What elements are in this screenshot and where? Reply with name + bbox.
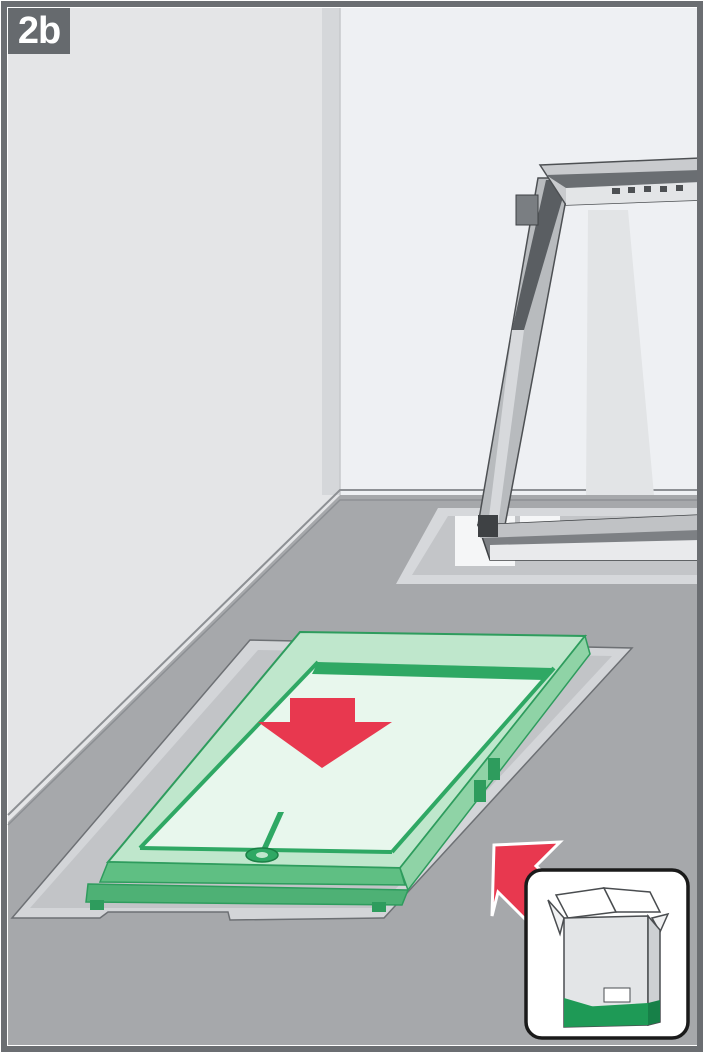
window-frame bbox=[476, 157, 701, 561]
step-badge: 2b bbox=[8, 8, 70, 54]
left-wall bbox=[8, 8, 340, 822]
box-inset bbox=[524, 868, 690, 1040]
box-icon bbox=[547, 887, 670, 1028]
red-arrow-down-icon bbox=[258, 698, 392, 768]
